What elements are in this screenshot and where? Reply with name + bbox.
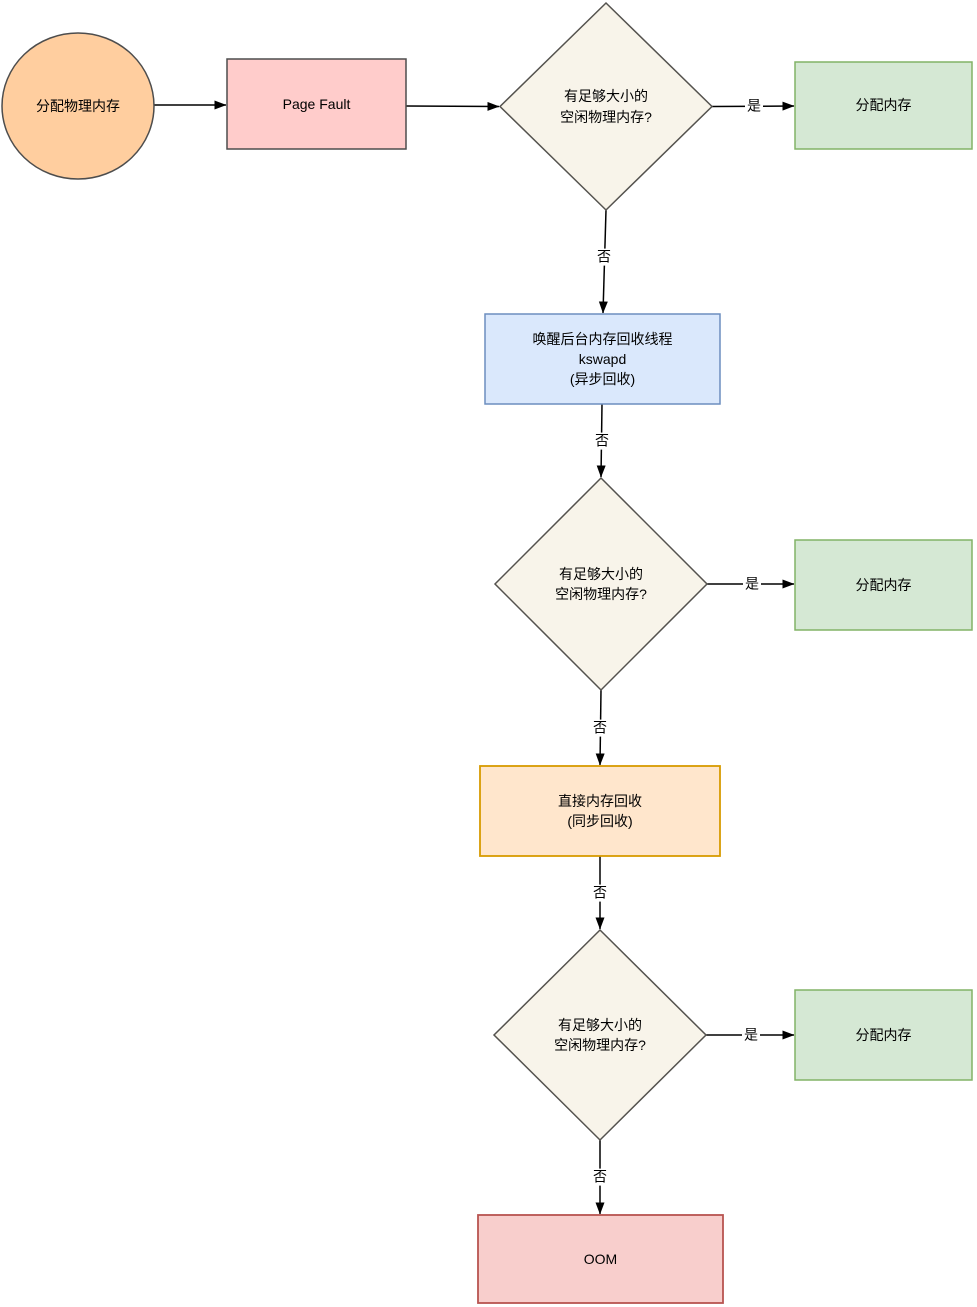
- page-fault-node-shape: [226, 58, 407, 150]
- decision3-diamond-shape: [492, 928, 708, 1142]
- edge-decision1-to-kswapd: [598, 209, 608, 314]
- decision2-diamond-shape: [493, 476, 709, 692]
- edge-pagefault-to-decision1: [405, 101, 500, 111]
- edge-kswapd-to-decision2: [596, 403, 606, 478]
- edge-decision2-to-directreclaim: [595, 689, 605, 766]
- allocate3-node-shape: [794, 989, 973, 1081]
- direct-reclaim-node-shape: [479, 765, 721, 857]
- kswapd-node-shape: [484, 313, 721, 405]
- edge-decision1-to-allocate1: [711, 101, 795, 111]
- oom-node-shape: [477, 1214, 724, 1304]
- decision1-diamond-shape: [498, 1, 714, 212]
- start-node-shape: [1, 32, 155, 180]
- allocate1-node-shape: [794, 61, 973, 150]
- allocate2-node-shape: [794, 539, 973, 631]
